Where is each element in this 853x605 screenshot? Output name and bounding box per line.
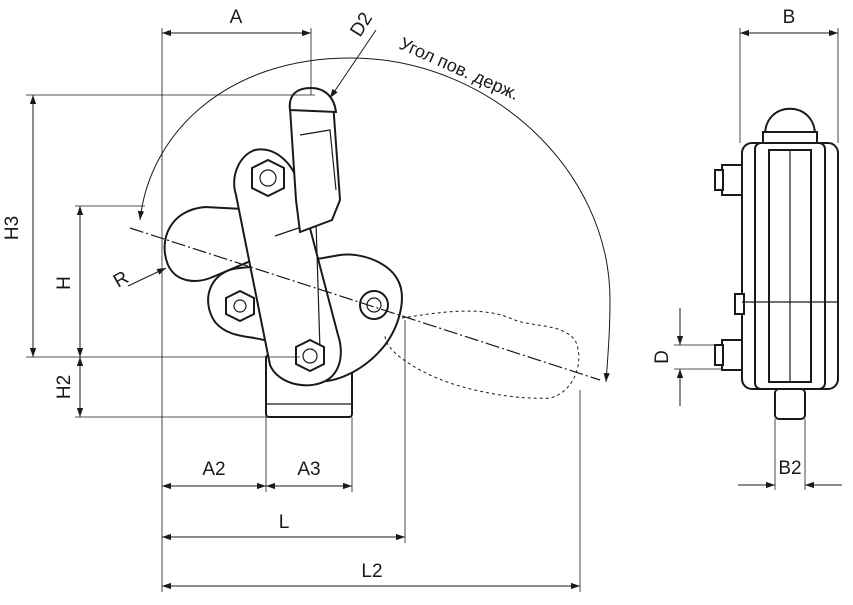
front-view-dimensions: B D B2: [652, 7, 842, 490]
handle-swing-ghost: [384, 310, 580, 399]
pressure-knob: [288, 86, 338, 114]
label-a2: A2: [202, 459, 225, 480]
swing-angle-arc: [137, 57, 611, 383]
clamp-front-view: [714, 107, 839, 420]
label-a: A: [230, 7, 243, 28]
swing-angle-note: Угол пов. держ.: [396, 33, 522, 104]
front-foot: [774, 388, 806, 420]
front-upper-bolt-end: [714, 169, 724, 191]
label-h3: H3: [2, 216, 23, 240]
front-lower-nut: [721, 339, 743, 371]
clamp-side-view: [129, 57, 611, 418]
hex-nut-upper: [251, 158, 285, 198]
label-h: H: [54, 276, 75, 290]
label-a3: A3: [297, 459, 320, 480]
front-lower-bolt-end: [714, 344, 724, 366]
pivot-pin: [359, 290, 389, 320]
label-r: R: [110, 267, 132, 292]
front-middle-bolt: [734, 293, 745, 315]
front-upper-nut: [721, 164, 743, 196]
hex-nut-left: [225, 289, 255, 323]
bracket-inner-line: [299, 129, 337, 191]
label-b2: B2: [778, 458, 801, 479]
leader-d2: [329, 29, 377, 99]
label-h2: H2: [54, 375, 75, 399]
label-d: D: [652, 350, 673, 364]
hex-nut-lower: [295, 338, 325, 373]
label-l2: L2: [361, 561, 382, 582]
label-l: L: [279, 512, 290, 533]
hex-nut-upper-hole: [259, 169, 277, 187]
leader-r: [127, 267, 167, 287]
label-b: B: [783, 7, 796, 28]
